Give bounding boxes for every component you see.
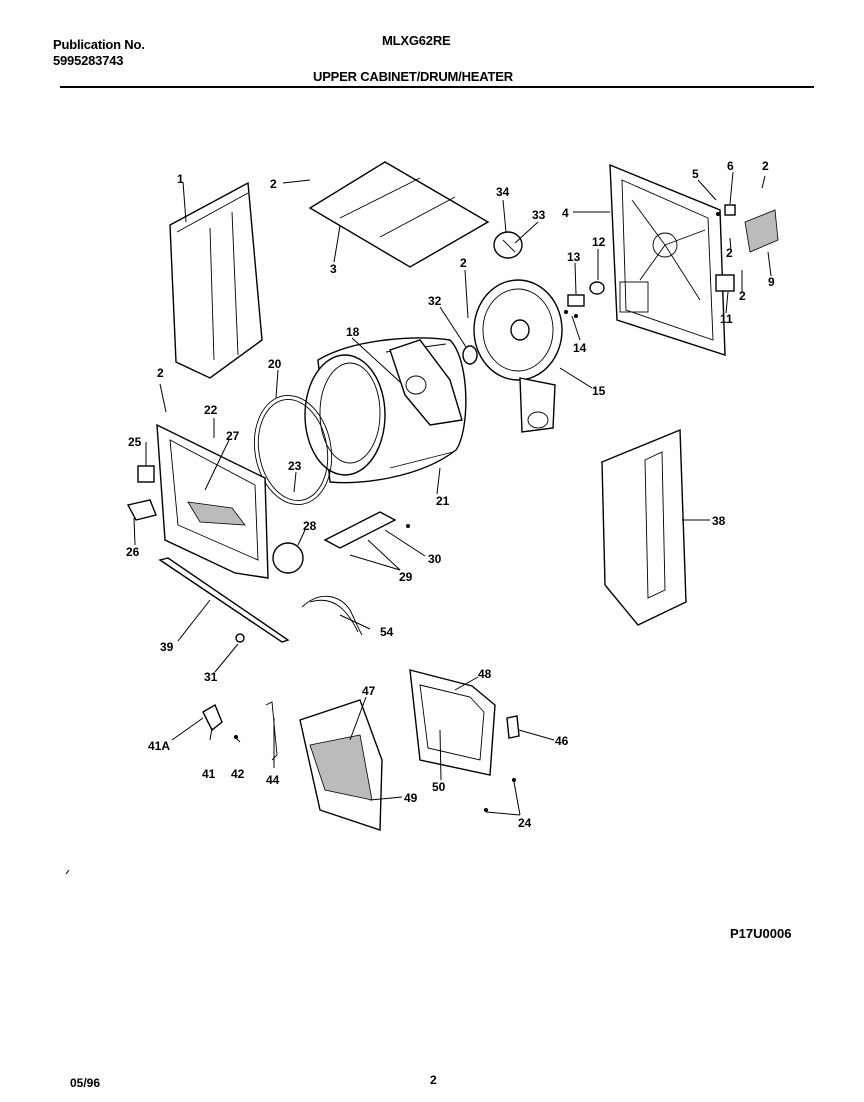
callout-11: 11 bbox=[720, 312, 733, 326]
callout-26: 26 bbox=[126, 545, 140, 559]
part-38-side-panel bbox=[601, 428, 687, 626]
callout-39: 39 bbox=[160, 640, 174, 654]
callout-47: 47 bbox=[362, 684, 376, 698]
parts-29-30-bracket bbox=[323, 511, 410, 549]
callout-9: 9 bbox=[768, 275, 775, 289]
callout-24: 24 bbox=[518, 816, 532, 830]
part-4-rear-panel bbox=[609, 163, 726, 356]
parts-41-42 bbox=[202, 703, 238, 739]
callout-48: 48 bbox=[478, 667, 492, 681]
part-24-screws bbox=[484, 778, 516, 812]
callout-6: 6 bbox=[727, 159, 734, 173]
callout-21: 21 bbox=[436, 494, 450, 508]
callout-labels: 1 2 2 2 2 2 2 3 4 5 6 9 11 12 13 14 15 1… bbox=[126, 159, 775, 830]
callout-13: 13 bbox=[567, 250, 581, 264]
callout-15: 15 bbox=[592, 384, 606, 398]
callout-34: 34 bbox=[496, 185, 510, 199]
callout-22: 22 bbox=[204, 403, 218, 417]
part-22-front-panel bbox=[156, 423, 269, 579]
callout-2-b: 2 bbox=[460, 256, 467, 270]
callout-1: 1 bbox=[177, 172, 184, 186]
callout-5: 5 bbox=[692, 167, 699, 181]
parts-12-13-14 bbox=[564, 281, 605, 318]
callout-2-a: 2 bbox=[270, 177, 277, 191]
callout-14: 14 bbox=[573, 341, 587, 355]
callout-33: 33 bbox=[532, 208, 546, 222]
callout-2-f: 2 bbox=[739, 289, 746, 303]
callout-41a: 41A bbox=[148, 739, 170, 753]
small-parts-5-6-11 bbox=[715, 204, 736, 292]
callout-49: 49 bbox=[404, 791, 418, 805]
part-46 bbox=[506, 715, 520, 739]
callout-28: 28 bbox=[303, 519, 317, 533]
parts-48-50-door bbox=[409, 669, 496, 776]
callout-25: 25 bbox=[128, 435, 142, 449]
part-39-toe-panel bbox=[158, 557, 290, 643]
page-number: 2 bbox=[430, 1073, 437, 1087]
callout-38: 38 bbox=[712, 514, 726, 528]
callout-23: 23 bbox=[288, 459, 302, 473]
part-18-heater bbox=[389, 339, 463, 426]
stray-mark bbox=[65, 869, 70, 875]
callout-18: 18 bbox=[346, 325, 360, 339]
part-3-top-panel bbox=[308, 161, 490, 268]
callout-27: 27 bbox=[226, 429, 240, 443]
part-9-vent-grille bbox=[744, 209, 779, 253]
section-title: UPPER CABINET/DRUM/HEATER bbox=[313, 69, 513, 84]
callout-30: 30 bbox=[428, 552, 442, 566]
leader-lines bbox=[133, 171, 772, 816]
part-1-side-panel bbox=[169, 181, 263, 379]
callout-32: 32 bbox=[428, 294, 442, 308]
publication-label: Publication No. bbox=[53, 37, 145, 52]
callout-54: 54 bbox=[380, 625, 394, 639]
revision-date: 05/96 bbox=[70, 1076, 101, 1090]
part-31 bbox=[235, 633, 245, 643]
callout-12: 12 bbox=[592, 235, 606, 249]
publication-number: 5995283743 bbox=[53, 53, 124, 68]
model-number: MLXG62RE bbox=[382, 33, 451, 48]
callout-3: 3 bbox=[330, 262, 337, 276]
part-54-harness bbox=[301, 596, 363, 636]
part-15-rear-bulkhead bbox=[473, 279, 563, 433]
callout-42: 42 bbox=[231, 767, 245, 781]
callout-29: 29 bbox=[399, 570, 413, 584]
callout-4: 4 bbox=[562, 206, 569, 220]
parts-25-26 bbox=[126, 465, 157, 521]
callout-2-d: 2 bbox=[762, 159, 769, 173]
parts-32-33-34 bbox=[462, 231, 523, 365]
callout-50: 50 bbox=[432, 780, 446, 794]
callout-20: 20 bbox=[268, 357, 282, 371]
callout-31: 31 bbox=[204, 670, 218, 684]
header-rule bbox=[60, 86, 814, 88]
callout-2-c: 2 bbox=[157, 366, 164, 380]
callout-44: 44 bbox=[266, 773, 280, 787]
diagram-code: P17U0006 bbox=[730, 926, 792, 941]
part-47-panel bbox=[299, 699, 383, 831]
callout-41: 41 bbox=[202, 767, 216, 781]
callout-2-e: 2 bbox=[726, 246, 733, 260]
part-44 bbox=[265, 701, 278, 761]
callout-46: 46 bbox=[555, 734, 569, 748]
part-28 bbox=[272, 542, 304, 574]
parts-20-23-seals bbox=[253, 394, 333, 506]
